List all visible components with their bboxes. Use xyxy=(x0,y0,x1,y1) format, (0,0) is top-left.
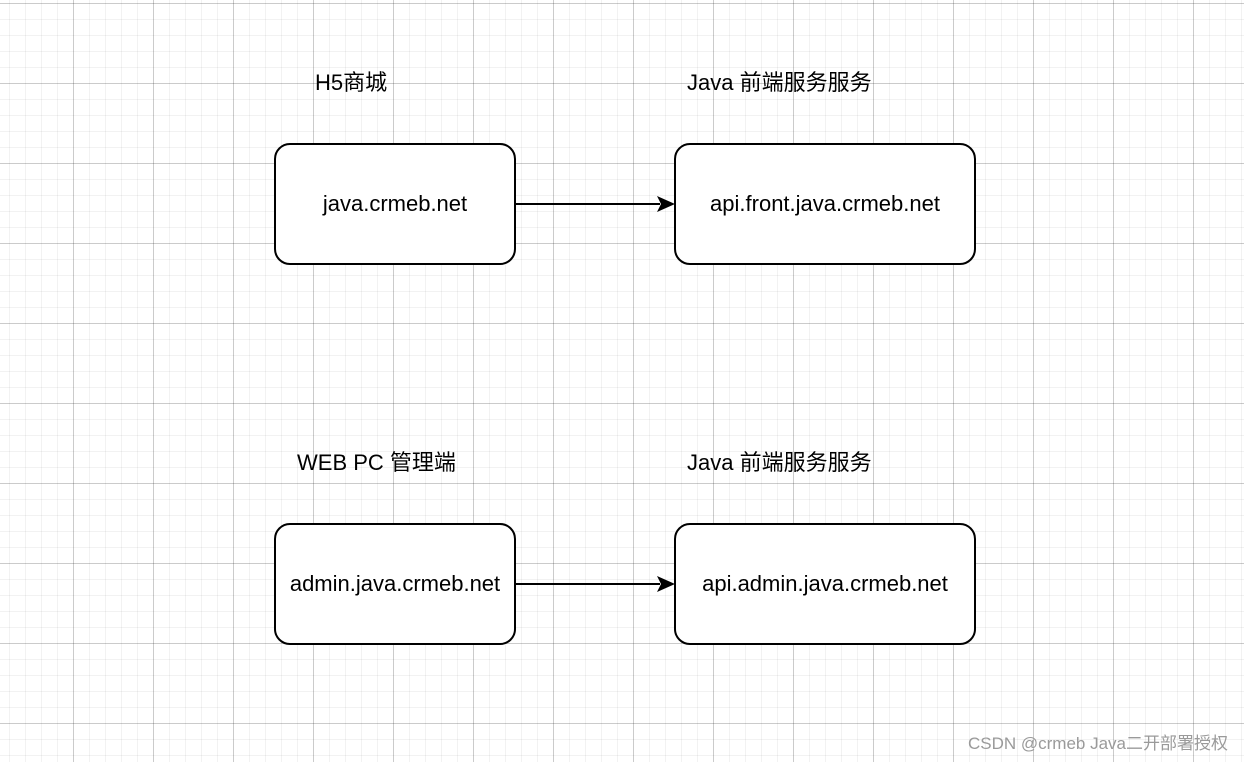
admin-pc-label: WEB PC 管理端 xyxy=(297,450,456,475)
arrow-h5-to-front-api xyxy=(516,196,675,212)
front-api-domain-node[interactable]: api.front.java.crmeb.net xyxy=(674,143,976,265)
h5-domain-node[interactable]: java.crmeb.net xyxy=(274,143,516,265)
admin-service-label: Java 前端服务服务 xyxy=(687,450,872,475)
admin-api-domain-node[interactable]: api.admin.java.crmeb.net xyxy=(674,523,976,645)
front-service-label: Java 前端服务服务 xyxy=(687,70,872,95)
arrow-admin-to-admin-api xyxy=(516,576,675,592)
admin-domain-node[interactable]: admin.java.crmeb.net xyxy=(274,523,516,645)
watermark: CSDN @crmeb Java二开部署授权 xyxy=(967,734,1228,753)
h5-mall-label: H5商城 xyxy=(315,70,388,95)
